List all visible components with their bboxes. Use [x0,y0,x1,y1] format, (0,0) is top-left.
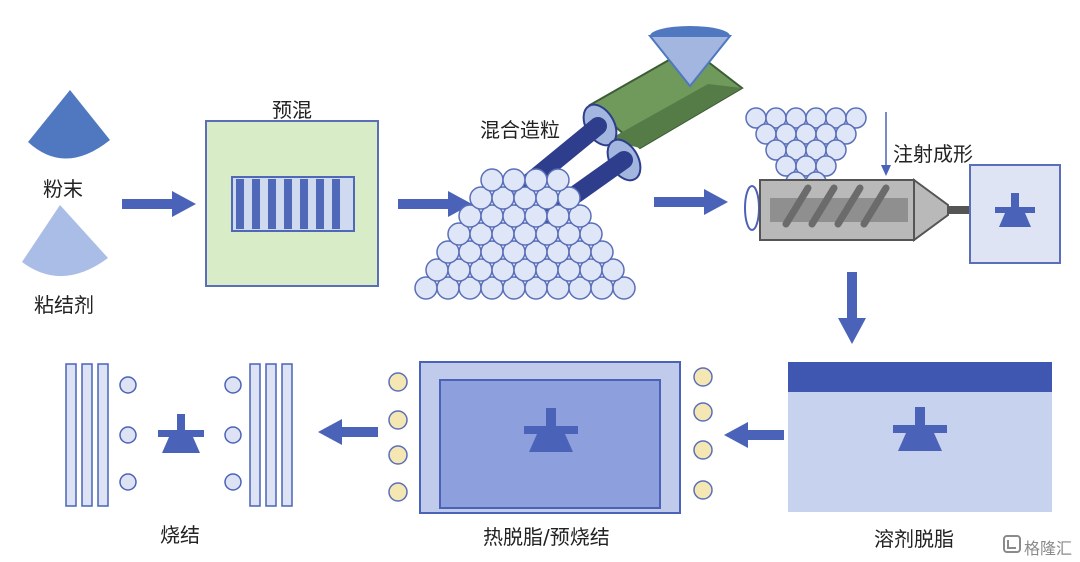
feedstock-granule [845,107,867,129]
granule [590,240,614,264]
label-solvent-debinding: 溶剂脱脂 [874,527,954,551]
solvent-debinding-box [788,362,1052,512]
granule-pile [414,168,636,300]
label-thermal-debinding: 热脱脂/预烧结 [483,525,610,549]
granule [502,168,526,192]
feedstock-granule [815,155,837,177]
granule [546,168,570,192]
binder-bead [693,402,713,422]
label-premix: 预混 [272,98,312,122]
arrow-right-3 [654,189,728,215]
binder-bead [693,480,713,500]
binder-bead [693,367,713,387]
label-powder: 粉末 [43,177,83,201]
binder-bead [388,445,408,465]
granule [480,168,504,192]
binder-bead [388,410,408,430]
arrow-left-1 [724,422,784,448]
arrow-right-1 [122,191,196,217]
premix-box [205,120,379,287]
mold-box [969,164,1061,264]
binder-cone-icon [22,205,108,277]
binder-bead [693,440,713,460]
label-sintering: 烧结 [160,523,200,547]
granule [612,276,636,300]
feedstock-granule [835,123,857,145]
granule [568,204,592,228]
thermal-debinding-furnace [419,361,681,514]
granule [524,168,548,192]
binder-bead [388,372,408,392]
injection-machine-icon [744,112,972,242]
binder-bead [388,482,408,502]
granule [579,222,603,246]
label-injection: 注射成形 [893,142,973,166]
binder-beads-left [388,372,408,502]
arrow-down [838,272,866,344]
granule [557,186,581,210]
label-granulation: 混合造粒 [480,118,560,142]
binder-beads-right [693,367,713,500]
feedstock-granule [825,139,847,161]
arrow-left-2 [318,419,378,445]
sintering-group [65,363,293,507]
watermark-logo-icon [1003,535,1021,553]
powder-cone-icon [28,90,110,159]
watermark-text: 格隆汇 [1024,539,1073,558]
feedstock-pile [745,107,867,193]
label-binder: 粘结剂 [34,293,94,317]
arrow-right-2 [398,191,472,217]
granule [601,258,625,282]
